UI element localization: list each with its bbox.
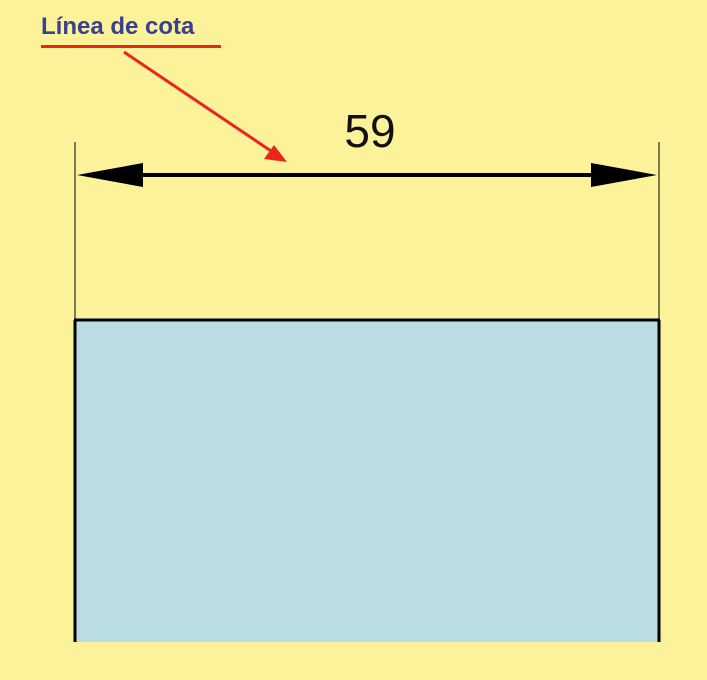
callout-label: Línea de cota (41, 13, 195, 40)
dimension-value: 59 (344, 105, 396, 157)
callout-underline (41, 45, 221, 48)
dimension-arrowhead-right (591, 163, 657, 187)
part-rectangle (75, 320, 659, 642)
callout-arrowhead (264, 145, 287, 162)
callout-arrow-line (123, 50, 275, 155)
dimension-arrowhead-left (77, 163, 143, 187)
